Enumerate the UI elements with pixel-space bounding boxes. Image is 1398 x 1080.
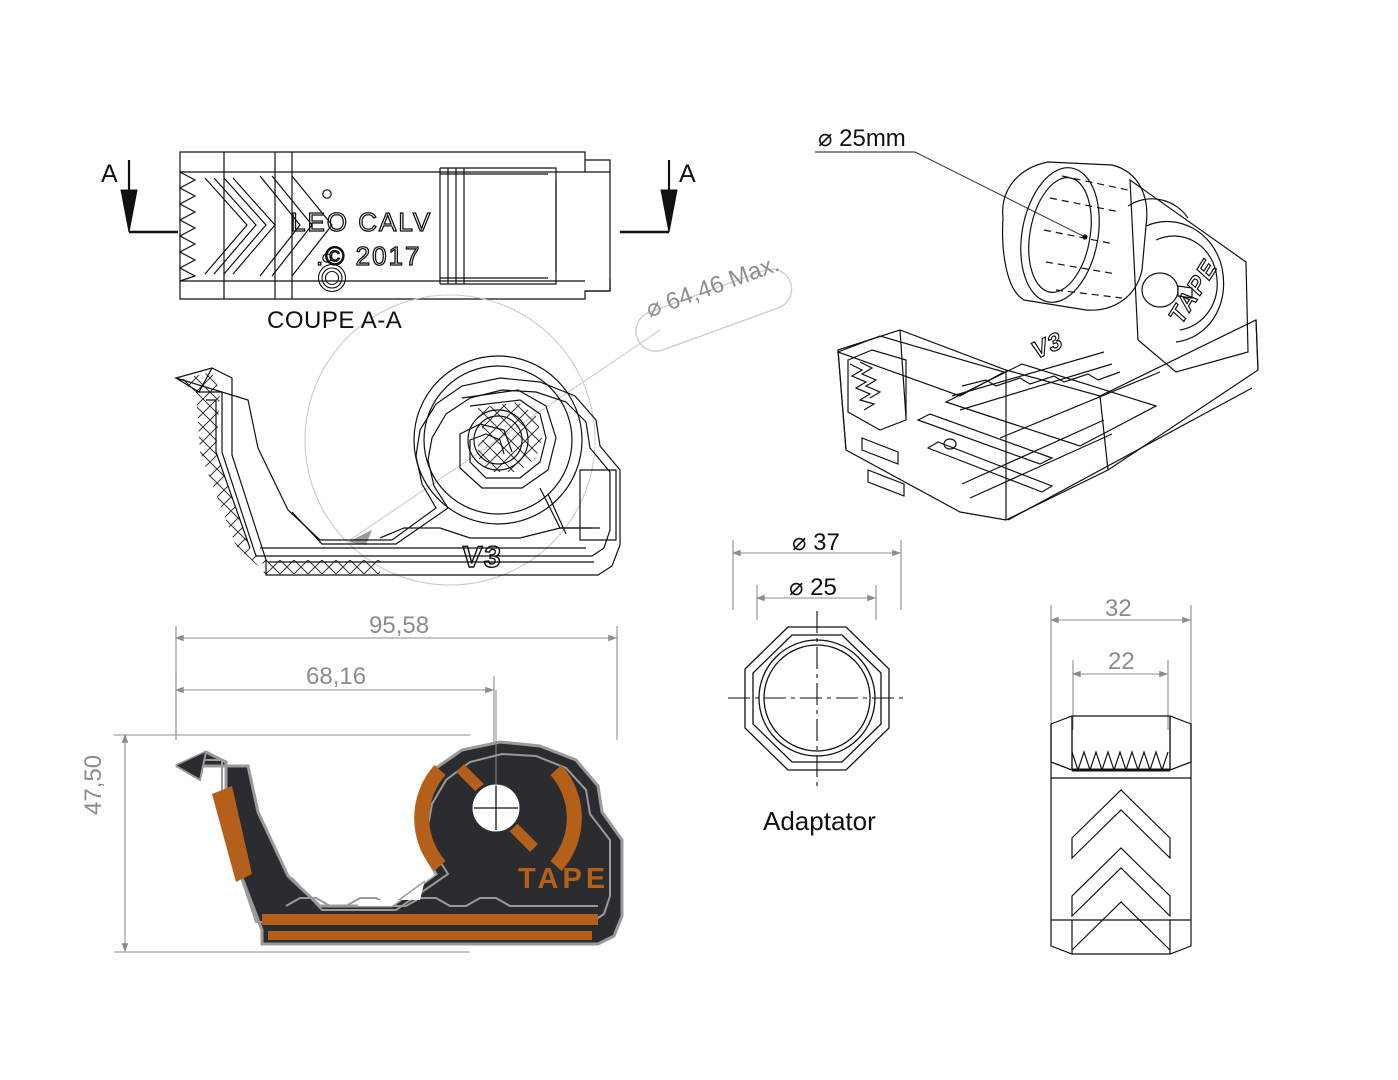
engraving-line-1: LEO CALV bbox=[290, 206, 433, 237]
brand-label-flat: TAPE bbox=[518, 863, 610, 895]
engraving-line-2: .© 2017 bbox=[315, 240, 422, 271]
dimensioned-view-geometry bbox=[175, 690, 624, 946]
section-marker-label-right: A bbox=[679, 160, 696, 188]
adaptator-centerlines bbox=[728, 611, 906, 786]
dim-height-overall bbox=[114, 733, 470, 953]
adaptator-dim-label-outer: ⌀ 37 bbox=[792, 529, 840, 556]
roll-diameter-callout: ⌀ 25mm bbox=[818, 125, 906, 152]
dim-label-width-overall: 95,58 bbox=[369, 612, 430, 639]
section-marker-right bbox=[620, 160, 678, 234]
section-view-geometry bbox=[178, 151, 611, 300]
end-view-geometry bbox=[1050, 715, 1192, 955]
diameter-callout-arrow bbox=[348, 530, 372, 545]
diameter-callout-balloon bbox=[635, 268, 793, 352]
leader-dot bbox=[1082, 234, 1088, 240]
iso-view-geometry bbox=[836, 161, 1259, 521]
dim-width-overall bbox=[174, 626, 618, 740]
end-view-dim-label-outer: 32 bbox=[1105, 595, 1132, 622]
dim-label-width-hole: 68,16 bbox=[306, 663, 367, 690]
section-marker-label-left: A bbox=[101, 160, 118, 188]
adaptator-dim-outer bbox=[731, 540, 902, 610]
end-view-dim-label-inner: 22 bbox=[1108, 648, 1135, 675]
dim-label-height-overall: 47,50 bbox=[80, 754, 107, 815]
end-view-dim-outer bbox=[1049, 605, 1192, 724]
section-engraving-geometry bbox=[317, 263, 347, 293]
end-view-dim-inner bbox=[1071, 660, 1169, 730]
adaptator-dim-label-inner: ⌀ 25 bbox=[789, 574, 837, 601]
roll-diameter-leader bbox=[815, 151, 1086, 238]
section-view-caption: COUPE A-A bbox=[267, 307, 403, 334]
profile-version-label: V3 bbox=[460, 540, 504, 574]
adaptator-dim-inner bbox=[755, 585, 877, 620]
adaptator-caption: Adaptator bbox=[763, 806, 876, 836]
section-marker-left bbox=[120, 160, 178, 234]
profile-view-hatching bbox=[178, 372, 542, 574]
